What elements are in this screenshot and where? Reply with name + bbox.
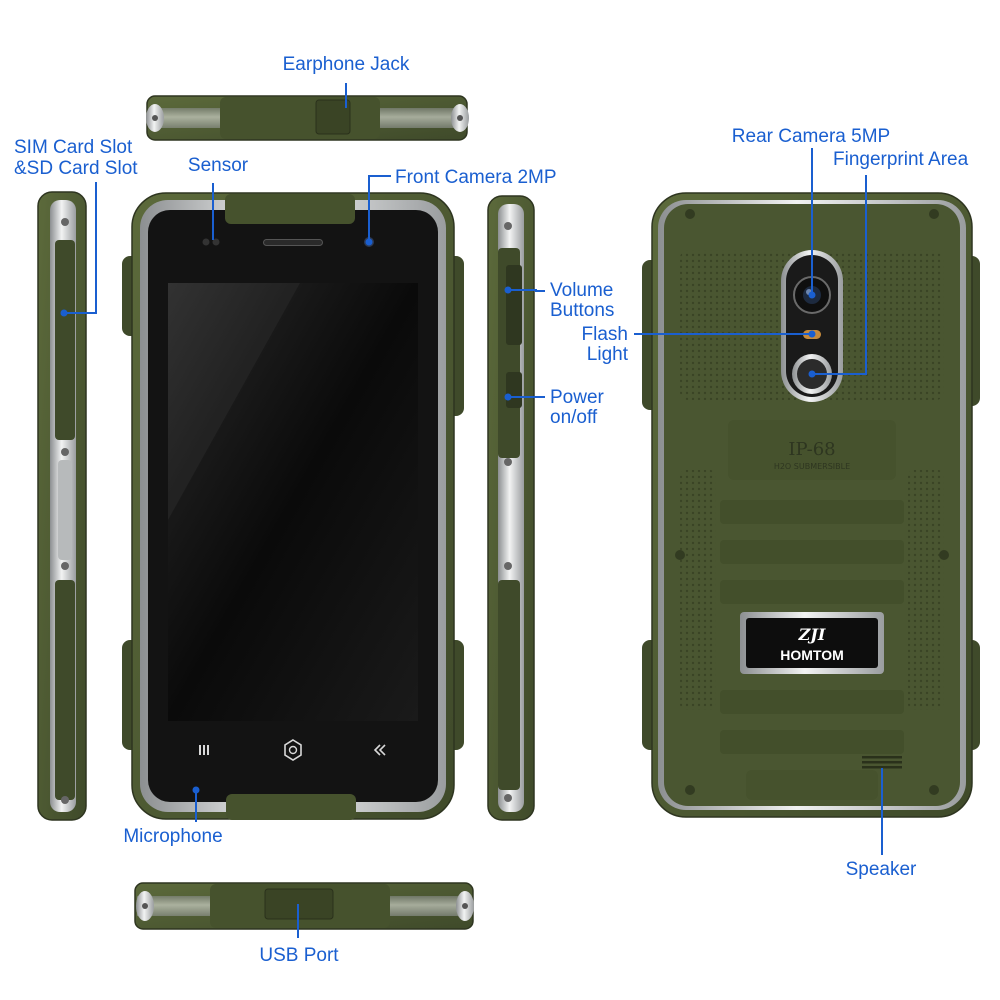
phone-bottom-edge	[134, 882, 474, 930]
label-microphone: Microphone	[123, 826, 223, 847]
label-sim-slot-line2: &SD Card Slot	[14, 158, 138, 179]
brand-logo-mark: ZJI	[798, 625, 826, 644]
ip-rating-mark: IP-68	[788, 439, 835, 460]
label-power-line2: on/off	[550, 407, 598, 428]
label-fingerprint: Fingerprint Area	[833, 149, 969, 170]
label-usb-port: USB Port	[259, 945, 339, 966]
label-sensor: Sensor	[187, 155, 249, 176]
label-volume-line2: Buttons	[550, 300, 615, 321]
phone-top-edge	[146, 95, 469, 141]
phone-back	[642, 192, 980, 818]
ip-rating-sub-mark: H2O SUBMERSIBLE	[774, 462, 850, 471]
label-flash-line1: Flash	[581, 324, 628, 345]
leader-front-camera	[368, 175, 391, 242]
phone-front	[122, 192, 464, 820]
leader-sim-slot	[64, 182, 97, 314]
leader-lines	[60, 83, 883, 938]
brand-name-mark: HOMTOM	[780, 647, 844, 663]
back-icon[interactable]	[373, 744, 386, 756]
home-icon[interactable]	[284, 739, 302, 761]
label-rear-camera: Rear Camera 5MP	[731, 126, 891, 147]
phone-right-side	[487, 195, 535, 821]
label-sim-slot-line1: SIM Card Slot	[14, 137, 133, 158]
label-flash-line2: Light	[586, 344, 628, 365]
phone-left-side	[37, 191, 87, 821]
label-volume-line1: Volume	[550, 280, 614, 301]
label-power-line1: Power	[550, 387, 604, 408]
menu-icon[interactable]	[199, 745, 209, 755]
label-front-camera: Front Camera 2MP	[395, 167, 557, 188]
leader-fingerprint	[812, 175, 867, 375]
leader-volume	[508, 289, 545, 292]
label-speaker: Speaker	[845, 859, 917, 880]
label-earphone-jack: Earphone Jack	[282, 54, 410, 75]
